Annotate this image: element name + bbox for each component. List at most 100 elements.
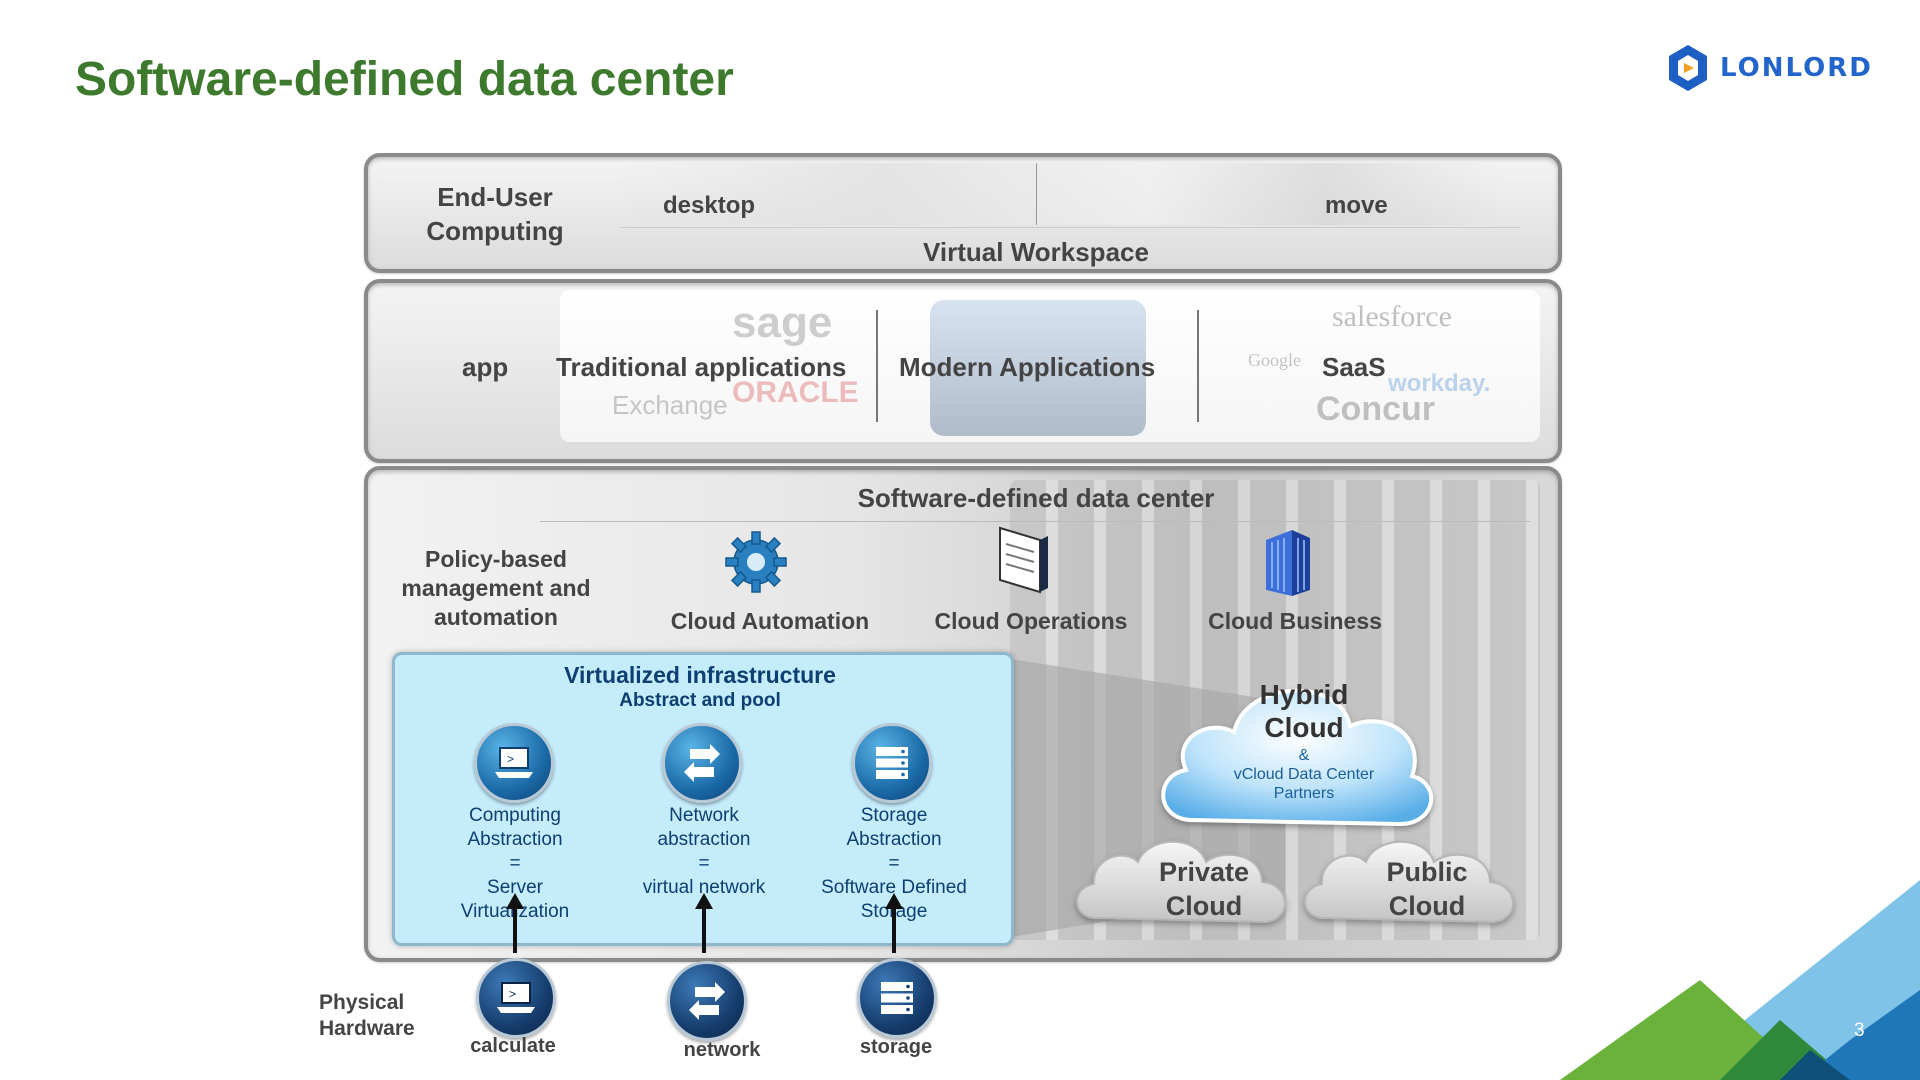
hexagon-logo-icon bbox=[1669, 45, 1707, 91]
workday-logo: workday. bbox=[1388, 370, 1491, 397]
network-arrow-head bbox=[695, 893, 713, 909]
svg-text:>: > bbox=[509, 987, 516, 1001]
policy-line3: automation bbox=[434, 604, 558, 630]
storage-hw-label: storage bbox=[859, 1036, 933, 1058]
salesforce-logo: salesforce bbox=[1332, 300, 1452, 333]
storage-line1: Storage bbox=[860, 805, 928, 826]
network-abstraction-text: Network abstraction = virtual network bbox=[614, 804, 794, 900]
private-line2: Cloud bbox=[1165, 891, 1243, 921]
building-icon bbox=[1266, 530, 1310, 596]
logo-text: LONLORD bbox=[1720, 53, 1873, 83]
page-title: Software-defined data center bbox=[75, 53, 734, 106]
svg-text:>: > bbox=[507, 752, 514, 766]
public-line2: Cloud bbox=[1388, 891, 1466, 921]
virt-title: Virtualized infrastructure bbox=[564, 662, 836, 688]
sddc-title-underline bbox=[540, 521, 1530, 522]
workspace-divider bbox=[1036, 163, 1037, 225]
compute-up-arrow bbox=[506, 893, 524, 953]
corner-decoration bbox=[1560, 880, 1920, 1080]
hybrid-sub2: Partners bbox=[1273, 785, 1335, 802]
saas-label: SaaS bbox=[1322, 352, 1386, 382]
storage-line4: Software Defined bbox=[821, 877, 967, 898]
storage-abstraction-text: Storage Abstraction = Software Defined S… bbox=[804, 804, 984, 924]
storage-arrow-shaft bbox=[892, 909, 896, 953]
virt-subtitle: Abstract and pool bbox=[619, 690, 781, 711]
concur-logo: Concur bbox=[1316, 390, 1435, 428]
hybrid-cloud-icon bbox=[1161, 688, 1434, 827]
policy-label: Policy-based management and automation bbox=[386, 545, 606, 632]
private-line1: Private bbox=[1158, 857, 1250, 887]
network-hw-label: network bbox=[683, 1039, 761, 1061]
private-cloud-label: Private Cloud bbox=[1110, 855, 1298, 923]
storage-abstraction-icon bbox=[852, 723, 932, 803]
end-user-label-line1: End-User bbox=[437, 182, 553, 212]
end-user-label: End-User Computing bbox=[405, 180, 585, 248]
operations-document-icon bbox=[999, 526, 1048, 594]
phone-apps-graphic bbox=[930, 300, 1146, 436]
compute-line1: Computing bbox=[469, 805, 561, 826]
storage-stack-icon bbox=[881, 982, 913, 1014]
network-line3: = bbox=[698, 853, 710, 874]
storage-arrow-head bbox=[885, 893, 903, 909]
cloud-automation-label: Cloud Automation bbox=[670, 608, 870, 634]
modern-apps-label: Modern Applications bbox=[899, 352, 1156, 382]
public-line1: Public bbox=[1386, 857, 1468, 887]
laptop-icon: > bbox=[497, 982, 535, 1013]
network-line4: virtual network bbox=[642, 877, 766, 898]
exchange-logo: Exchange bbox=[612, 390, 728, 420]
google-logo: Google bbox=[1248, 350, 1301, 370]
physical-hardware-label: Physical Hardware bbox=[319, 990, 415, 1042]
policy-line1: Policy-based bbox=[425, 546, 567, 572]
workspace-underline bbox=[620, 227, 1520, 228]
app-label: app bbox=[462, 352, 509, 382]
exchange-arrows-icon bbox=[689, 982, 725, 1020]
hybrid-cloud-title: Hybrid Cloud bbox=[1204, 678, 1404, 744]
network-up-arrow bbox=[695, 893, 713, 953]
private-cloud-icon bbox=[1076, 840, 1286, 924]
desktop-label: desktop bbox=[663, 192, 756, 219]
network-arrow-shaft bbox=[702, 909, 706, 953]
hybrid-line1: Hybrid bbox=[1259, 679, 1349, 710]
traditional-apps-label: Traditional applications bbox=[556, 352, 847, 382]
compute-line4: Server bbox=[487, 877, 543, 898]
laptop-icon: > bbox=[495, 747, 533, 778]
compute-arrow-shaft bbox=[513, 909, 517, 953]
hardware-line1: Physical bbox=[319, 991, 405, 1014]
cloud-business-label: Cloud Business bbox=[1208, 608, 1382, 634]
compute-arrow-head bbox=[506, 893, 524, 909]
compute-line3: = bbox=[509, 853, 521, 874]
apps-divider-1 bbox=[876, 310, 878, 422]
hardware-line2: Hardware bbox=[319, 1017, 415, 1040]
storage-hardware-icon bbox=[857, 958, 937, 1038]
end-user-label-line2: Computing bbox=[426, 216, 564, 246]
network-hardware-icon bbox=[667, 961, 747, 1041]
brand-logo: LONLORD bbox=[1666, 40, 1896, 96]
move-label: move bbox=[1325, 192, 1388, 219]
storage-up-arrow bbox=[885, 893, 903, 953]
network-line2: abstraction bbox=[657, 829, 751, 850]
virtual-workspace-label: Virtual Workspace bbox=[923, 237, 1149, 267]
sage-logo: sage bbox=[732, 298, 833, 347]
cloud-operations-label: Cloud Operations bbox=[934, 608, 1128, 634]
policy-line2: management and bbox=[401, 575, 591, 601]
apps-divider-2 bbox=[1197, 310, 1199, 422]
public-cloud-icon bbox=[1304, 840, 1514, 924]
computing-abstraction-icon: > bbox=[474, 723, 554, 803]
applications-inner bbox=[560, 290, 1540, 442]
storage-stack-icon bbox=[876, 747, 908, 779]
workspace-photo-strip bbox=[620, 163, 1500, 225]
page-number: 3 bbox=[1854, 1020, 1865, 1041]
hybrid-amp: & bbox=[1298, 747, 1310, 764]
sddc-title: Software-defined data center bbox=[857, 483, 1215, 513]
hybrid-line2: Cloud bbox=[1264, 712, 1344, 743]
storage-line2: Abstraction bbox=[846, 829, 942, 850]
compute-line2: Abstraction bbox=[467, 829, 563, 850]
hybrid-cloud-subtext: & vCloud Data Center Partners bbox=[1204, 746, 1404, 803]
network-abstraction-icon bbox=[662, 723, 742, 803]
storage-line3: = bbox=[888, 853, 900, 874]
public-cloud-label: Public Cloud bbox=[1334, 855, 1520, 923]
hybrid-sub1: vCloud Data Center bbox=[1233, 766, 1375, 783]
network-line1: Network bbox=[669, 805, 739, 826]
exchange-arrows-icon bbox=[684, 744, 720, 782]
oracle-logo: ORACLE bbox=[732, 376, 859, 409]
